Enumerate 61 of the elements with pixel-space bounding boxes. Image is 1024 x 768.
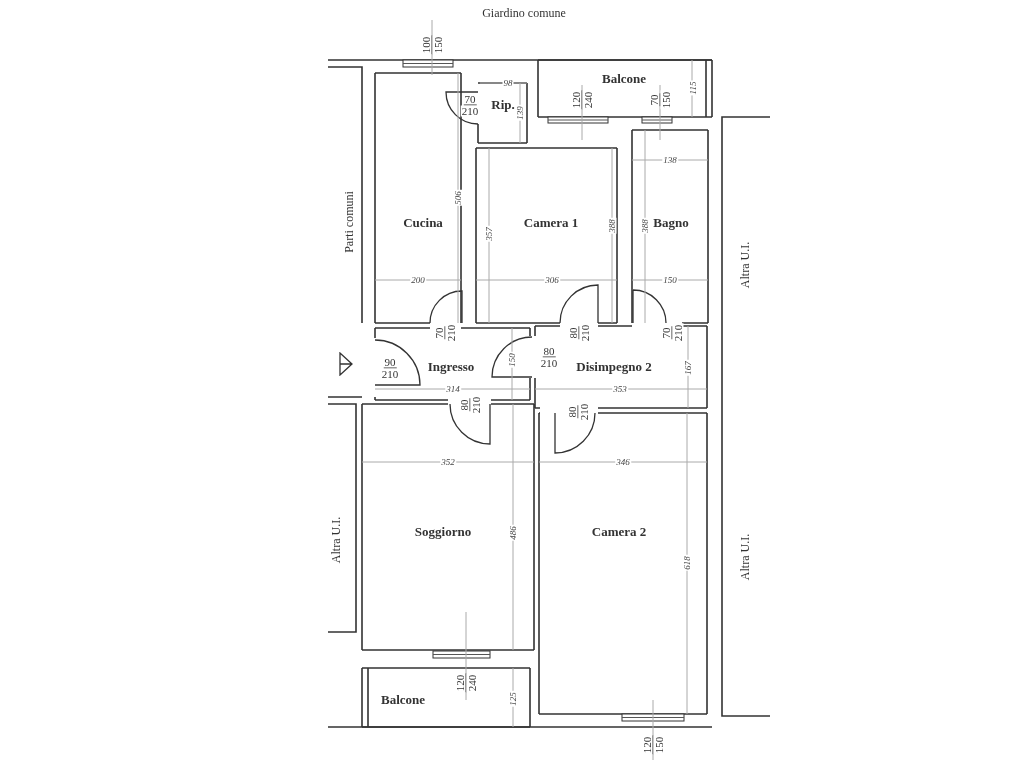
dimension-text: 388 xyxy=(607,218,617,234)
dimension-text: 200 xyxy=(410,275,426,285)
dimension-text: 306 xyxy=(544,275,560,285)
dimension-text: 98 xyxy=(502,78,514,88)
opening-height-text: 210 xyxy=(672,323,684,343)
dimension-text: 125 xyxy=(508,691,518,707)
dimension-text: 357 xyxy=(484,226,494,242)
dimension-text: 150 xyxy=(662,275,678,285)
opening-height-text: 150 xyxy=(653,735,665,755)
opening-width-text: 80 xyxy=(566,405,579,419)
opening-height-text: 210 xyxy=(578,402,590,422)
opening-width-text: 100 xyxy=(420,35,433,55)
room-label: Cucina xyxy=(403,215,443,229)
outside-area-label: Altra U.I. xyxy=(330,516,342,564)
room-label: Camera 2 xyxy=(591,524,647,538)
opening-height-text: 150 xyxy=(660,90,672,110)
opening-height-text: 240 xyxy=(466,673,478,693)
dimension-text: 486 xyxy=(508,525,518,541)
opening-width-text: 90 xyxy=(383,356,397,369)
room-label: Balcone xyxy=(601,71,647,85)
opening-width-text: 120 xyxy=(641,735,654,755)
outside-area-label: Giardino comune xyxy=(482,7,566,19)
opening-width-text: 120 xyxy=(454,673,467,693)
dimension-text: 139 xyxy=(515,105,525,121)
opening-width-text: 80 xyxy=(567,326,580,340)
opening-height-text: 210 xyxy=(539,357,559,369)
dimension-text: 353 xyxy=(612,384,628,394)
room-label: Disimpegno 2 xyxy=(576,359,652,373)
dimension-text: 352 xyxy=(440,457,456,467)
opening-height-text: 210 xyxy=(579,323,591,343)
room-label: Bagno xyxy=(653,215,689,229)
opening-width-text: 70 xyxy=(463,93,477,106)
dimension-text: 314 xyxy=(445,384,461,394)
dimension-text: 506 xyxy=(453,190,463,206)
opening-height-text: 210 xyxy=(380,368,400,380)
outside-area-label: Altra U.I. xyxy=(739,241,751,289)
room-label: Camera 1 xyxy=(523,215,579,229)
dimension-text: 388 xyxy=(640,218,650,234)
room-label: Soggiorno xyxy=(414,524,472,538)
room-label: Rip. xyxy=(491,97,515,111)
room-label: Balcone xyxy=(380,692,426,706)
opening-height-text: 210 xyxy=(460,105,480,117)
opening-width-text: 80 xyxy=(542,345,556,358)
opening-height-text: 210 xyxy=(445,323,457,343)
opening-width-text: 80 xyxy=(458,398,471,412)
opening-height-text: 150 xyxy=(432,35,444,55)
opening-width-text: 70 xyxy=(660,326,673,340)
dimension-text: 115 xyxy=(688,80,698,96)
dimension-text: 346 xyxy=(615,457,631,467)
dimension-text: 138 xyxy=(662,155,678,165)
opening-width-text: 120 xyxy=(570,90,583,110)
dimension-text: 150 xyxy=(507,352,517,368)
dimension-text: 618 xyxy=(682,555,692,571)
opening-width-text: 70 xyxy=(648,93,661,107)
outside-area-label: Altra U.I. xyxy=(739,533,751,581)
opening-height-text: 210 xyxy=(470,395,482,415)
room-label: Ingresso xyxy=(427,359,475,373)
opening-width-text: 70 xyxy=(433,326,446,340)
outside-area-label: Parti comuni xyxy=(343,191,355,253)
dimension-text: 167 xyxy=(683,360,693,376)
opening-height-text: 240 xyxy=(582,90,594,110)
